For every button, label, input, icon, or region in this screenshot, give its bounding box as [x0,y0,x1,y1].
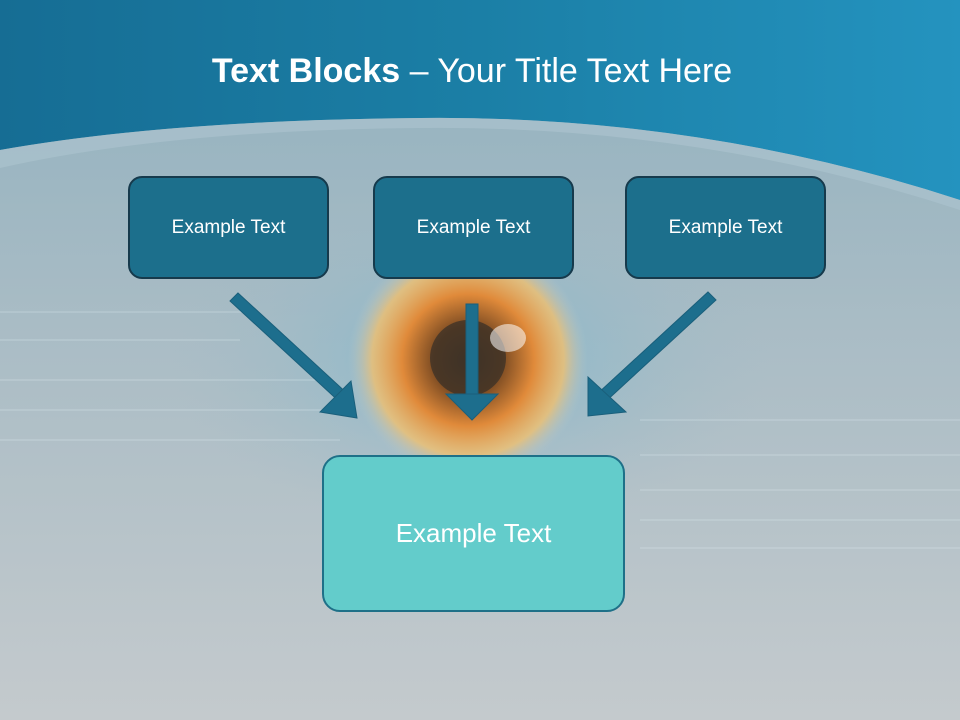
arrow-center [444,303,500,421]
arrow-left [229,292,358,419]
text-block-3[interactable]: Example Text [625,176,826,279]
result-text-block-label: Example Text [395,518,552,548]
slide-title: Text Blocks – Your Title Text Here [0,52,944,91]
text-block-1[interactable]: Example Text [128,176,329,279]
text-block-3-label: Example Text [668,216,783,238]
text-block-2-label: Example Text [416,216,531,238]
text-block-2[interactable]: Example Text [373,176,574,279]
text-block-1-label: Example Text [171,216,286,238]
result-text-block[interactable]: Example Text [322,455,625,612]
title-bold: Text Blocks [211,52,401,90]
title-rest: – Your Title Text Here [400,52,733,90]
arrow-right [587,291,717,417]
